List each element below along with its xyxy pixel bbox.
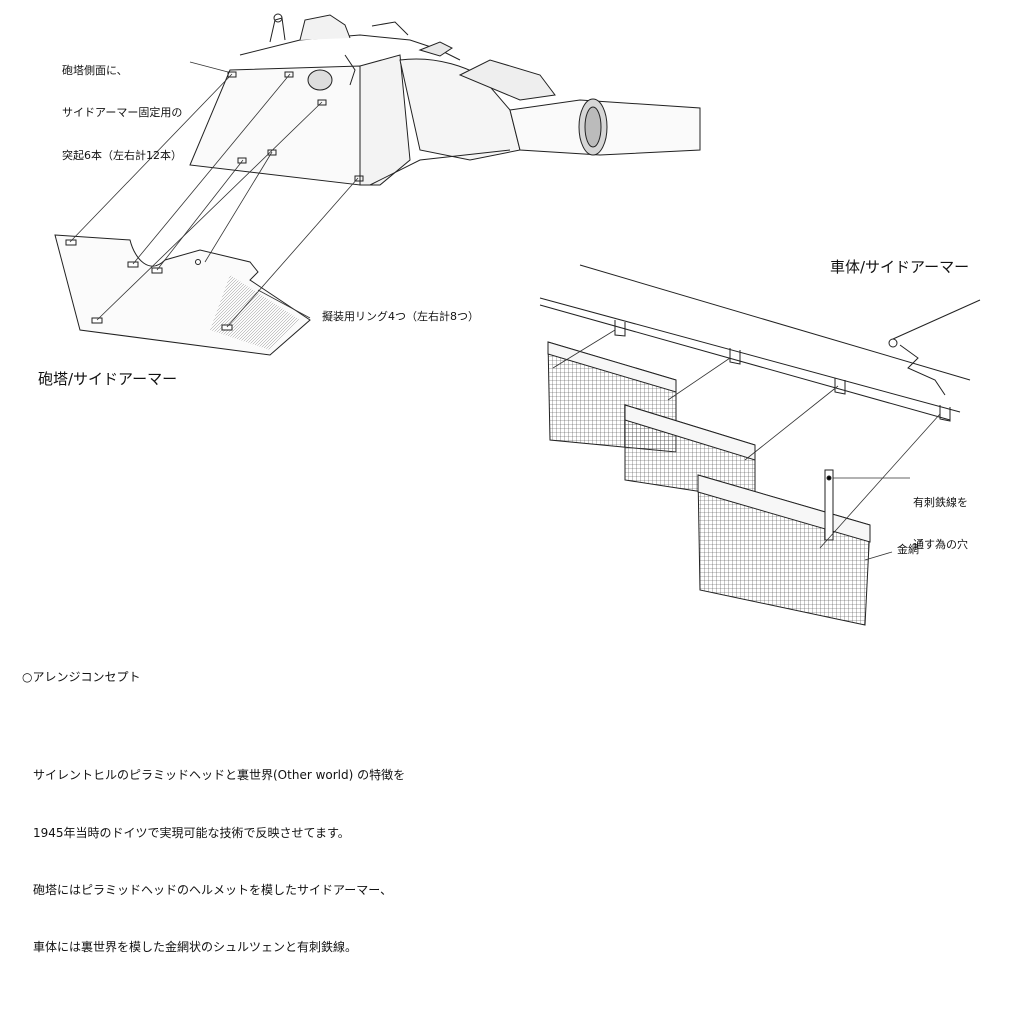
mesh-panel-2 (624, 404, 756, 501)
turret-boss-label-line-3: 突起6本（左右計12本） (62, 149, 182, 163)
hull-fender (539, 264, 981, 422)
concept-line-4: 車体には裏世界を模した金網状のシュルツェンと有刺鉄線。 (33, 939, 358, 954)
wire-hole-label: 有刺鉄線を 通す為の穴 (913, 467, 968, 567)
concept-line-1: サイレントヒルのピラミッドヘッドと裏世界(Other world) の特徴を (33, 768, 406, 783)
turret-side-armor (54, 234, 311, 356)
turret-boss-label-line-1: 砲塔側面に、 (62, 63, 128, 77)
concept-heading: ○アレンジコンセプト (22, 669, 141, 684)
wire-hole-label-line-2: 通す為の穴 (913, 538, 968, 552)
turret-boss-label: 砲塔側面に、 サイドアーマー固定用の 突起6本（左右計12本） (62, 35, 182, 178)
turret-leader-lines (69, 61, 359, 328)
hull-leader-lines (552, 329, 941, 561)
wire-hole-label-line-1: 有刺鉄線を (913, 495, 968, 509)
mesh-panel-3 (697, 469, 871, 626)
concept-line-2: 1945年当時のドイツで実現可能な技術で反映させてます。 (33, 825, 350, 840)
concept-line-3: 砲塔にはピラミッドヘッドのヘルメットを模したサイドアーマー、 (33, 882, 393, 897)
armor-holes (65, 239, 233, 331)
mesh-label: 金網 (897, 543, 919, 556)
turret-boss-label-line-2: サイドアーマー固定用の (62, 106, 183, 120)
turret-boss-pins (227, 71, 364, 182)
concept-block: ○アレンジコンセプト サイレントヒルのピラミッドヘッドと裏世界(Other wo… (22, 628, 405, 1018)
line-art-canvas (54, 13, 981, 626)
hull-armor-title: 車体/サイドアーマー (830, 258, 970, 276)
concept-lines: サイレントヒルのピラミッドヘッドと裏世界(Other world) の特徴を 1… (22, 727, 405, 997)
rings-label: 擬装用リング4つ（左右計8つ） (322, 310, 479, 323)
turret-drawing (189, 13, 701, 186)
turret-armor-title: 砲塔/サイドアーマー (38, 370, 178, 388)
